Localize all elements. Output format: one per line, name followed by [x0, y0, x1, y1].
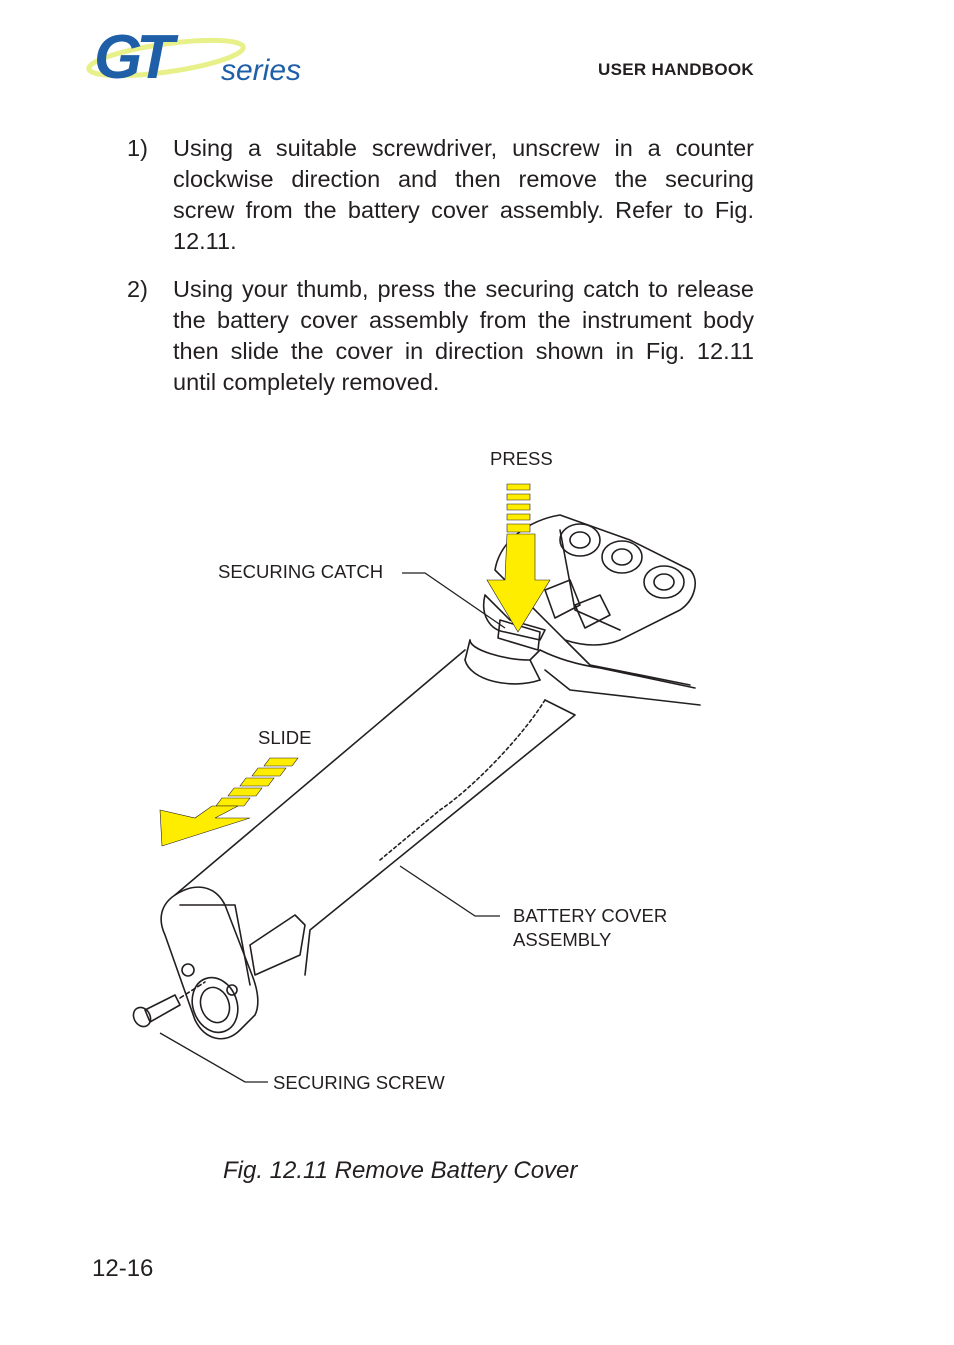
battery-cover-top-edge [174, 649, 466, 896]
callout-securing-catch: SECURING CATCH [218, 561, 384, 582]
up-key [544, 579, 581, 619]
battery-cover-illustration [132, 483, 701, 1083]
step-number: 1) [127, 135, 148, 161]
keypad-button [559, 523, 601, 557]
callout-press: PRESS [490, 448, 553, 469]
logo-gt-text: GT [94, 23, 179, 92]
handbook-title: USER HANDBOOK [598, 60, 754, 79]
page-number: 12-16 [92, 1255, 154, 1282]
figure-caption: Fig. 12.11 Remove Battery Cover [223, 1157, 578, 1184]
step-2: 2) Using your thumb, press the securing … [127, 274, 754, 398]
screw-hole [191, 976, 239, 1034]
step-1: 1) Using a suitable screwdriver, unscrew… [127, 133, 754, 257]
callout-battery-cover: BATTERY COVER ASSEMBLY [513, 905, 668, 950]
end-cap [160, 886, 259, 1040]
bracket [249, 914, 306, 976]
leader-securing-catch [402, 572, 506, 629]
down-key [574, 594, 611, 629]
callout-slide: SLIDE [258, 727, 312, 748]
step-number: 2) [127, 276, 148, 302]
keypad-button [643, 565, 685, 599]
slide-arrow [159, 757, 299, 847]
securing-screw [144, 994, 181, 1023]
logo-series-text: series [221, 54, 301, 87]
callout-securing-screw: SECURING SCREW [273, 1072, 445, 1093]
instrument-head [494, 514, 696, 646]
leader-battery-cover [399, 865, 500, 917]
step-text: Using a suitable screwdriver, unscrew in… [173, 135, 754, 254]
securing-catch [483, 594, 546, 641]
press-arrow [486, 483, 551, 633]
keypad-button [601, 540, 643, 574]
leader-securing-screw [159, 1032, 268, 1083]
battery-cover-bottom-edge [304, 699, 576, 976]
step-text: Using your thumb, press the securing cat… [173, 276, 754, 395]
gt-series-logo: GT series [86, 23, 301, 92]
